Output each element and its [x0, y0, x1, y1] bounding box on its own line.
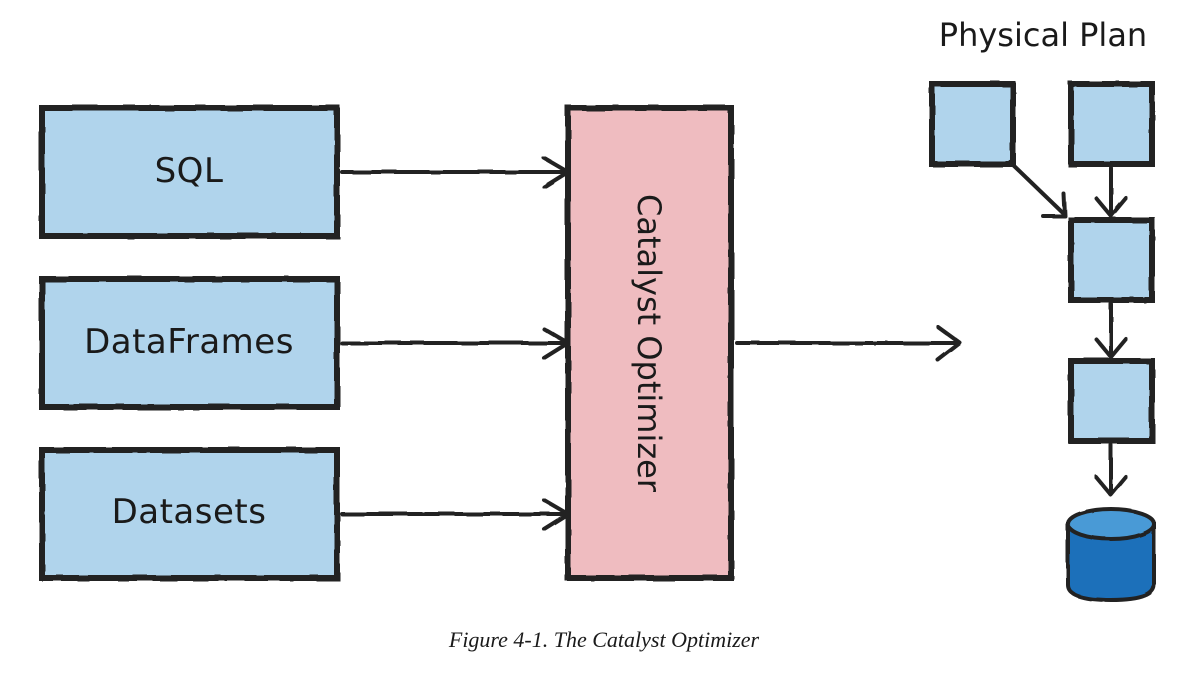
plan-arrow-middle-down	[1094, 302, 1128, 359]
input-box-datasets: Datasets	[39, 447, 340, 581]
plan-node-lower	[1068, 358, 1155, 444]
input-box-sql: SQL	[39, 105, 340, 239]
input-label-sql: SQL	[155, 151, 224, 191]
input-label-dataframes: DataFrames	[84, 322, 294, 362]
plan-arrow-lower-down	[1094, 443, 1128, 497]
arrow-optimizer-to-plan	[735, 325, 962, 362]
arrow-dataframes-to-optimizer	[340, 327, 570, 360]
plan-arrow-diagonal	[1008, 160, 1067, 218]
arrow-datasets-to-optimizer	[340, 498, 570, 531]
plan-node-top-right	[1068, 81, 1155, 167]
plan-arrow-top-right-down	[1094, 166, 1128, 218]
plan-node-top-left	[929, 81, 1016, 167]
optimizer-label: Catalyst Optimizer	[630, 194, 668, 493]
plan-node-middle	[1068, 217, 1155, 303]
input-box-dataframes: DataFrames	[39, 276, 340, 410]
database-icon	[1066, 507, 1156, 603]
figure-caption: Figure 4-1. The Catalyst Optimizer	[448, 627, 760, 652]
input-label-datasets: Datasets	[112, 492, 267, 532]
catalyst-optimizer-box: Catalyst Optimizer	[565, 105, 734, 581]
physical-plan-title: Physical Plan	[939, 16, 1147, 54]
arrow-sql-to-optimizer	[340, 156, 570, 189]
